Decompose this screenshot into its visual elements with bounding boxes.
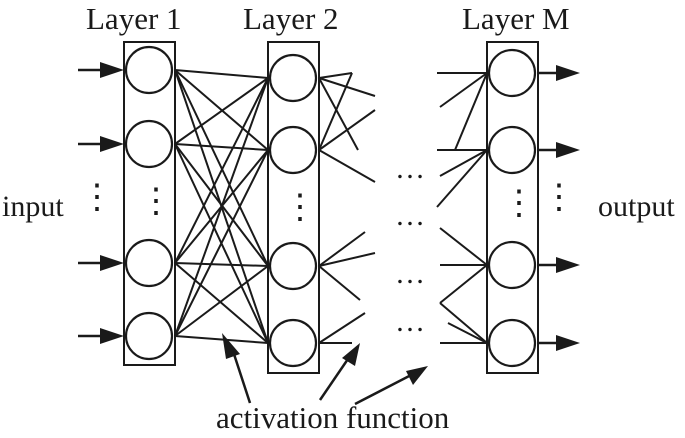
input-arrows [78,62,124,344]
layer-m-box [486,41,539,374]
layer2-outgoing-connections [318,72,376,344]
ellipsis-row-3: … [395,257,429,290]
layer-1-vertical-ellipsis: ⋮ [139,183,173,220]
input-vertical-ellipsis: ⋮ [80,179,114,216]
layer-m-vertical-ellipsis: ⋮ [502,185,536,222]
middle-ellipses: … … … … [395,152,429,338]
layer-m-nodes: ⋮ [487,48,537,368]
node [124,45,174,95]
output-arrows [538,65,580,351]
ellipsis-row-1: … [395,152,429,185]
layerm-incoming-connections [436,72,488,344]
layer-1-box [123,41,176,366]
node [268,318,318,368]
layer-m-title: Layer M [462,1,570,36]
output-label: output [598,190,675,223]
layer-1-title: Layer 1 [86,1,182,36]
layer-2-box [267,41,320,374]
node [487,48,537,98]
node [268,241,318,291]
layer-2-vertical-ellipsis: ⋮ [283,189,317,226]
output-vertical-ellipsis: ⋮ [542,179,576,216]
input-label: input [2,190,64,223]
ellipsis-row-2: … [395,199,429,232]
layer-2-nodes: ⋮ [268,53,318,368]
layer1-layer2-connections [174,69,269,344]
node [487,318,537,368]
layer-1-nodes: ⋮ [124,45,174,361]
node [487,125,537,175]
ellipsis-row-4: … [395,305,429,338]
node [487,240,537,290]
node [268,53,318,103]
layer-2-title: Layer 2 [243,1,339,36]
activation-pointer-arrows [222,333,428,406]
activation-function-caption: activation function [216,400,450,435]
node [124,311,174,361]
node [124,119,174,169]
node [268,125,318,175]
node [124,238,174,288]
